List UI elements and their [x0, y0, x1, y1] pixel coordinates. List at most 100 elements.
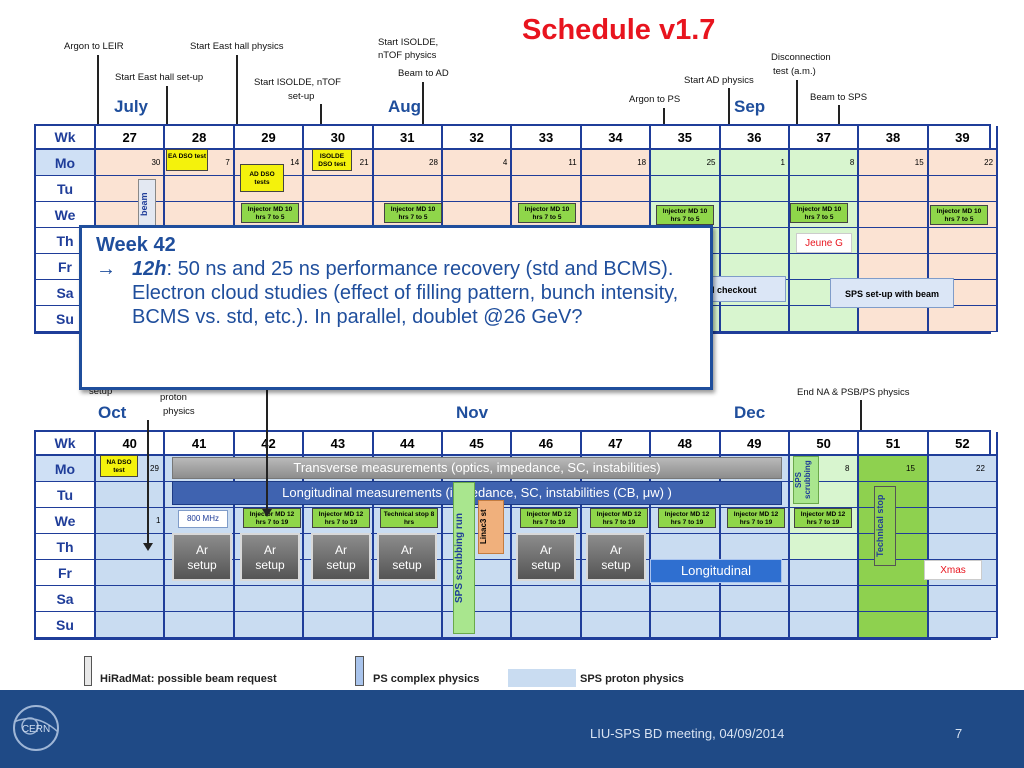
week-number: 48 [651, 432, 721, 456]
mhz-label: 800 MHz [178, 510, 228, 528]
ar-label: Ar [264, 543, 276, 557]
date-22: 22 [976, 464, 985, 473]
week-number: 34 [581, 126, 652, 150]
cern-logo-text: CERN [22, 724, 50, 735]
jeune-g-label: Jeune G [796, 233, 852, 253]
annotation-isolde-physics-line1: Start ISOLDE, [378, 37, 439, 48]
day-number: 7 [225, 158, 230, 167]
schedule-cell [789, 306, 860, 332]
week-label: Wk [36, 126, 96, 150]
schedule-cell [96, 508, 166, 534]
annotation-start-east-hall-setup: Start East hall set-up [115, 72, 204, 83]
schedule-cell [234, 612, 305, 638]
day-number: 22 [984, 158, 994, 167]
schedule-cell [512, 176, 582, 202]
week-number: 49 [720, 432, 790, 456]
schedule-cell [373, 586, 443, 612]
schedule-cell [442, 176, 513, 202]
schedule-cell [304, 586, 374, 612]
setup-label: setup [531, 558, 561, 572]
day-number: 15 [914, 158, 924, 167]
week-number: 43 [304, 432, 374, 456]
schedule-cell [720, 306, 790, 332]
injector-md-tag: Injector MD 10 hrs 7 to 5 [384, 203, 442, 223]
week-number: 52 [928, 432, 999, 456]
week-number: 44 [373, 432, 443, 456]
beam-label: beam [138, 179, 156, 229]
month-oct: Oct [98, 403, 127, 422]
day-label: Sa [36, 586, 96, 612]
day-label: Su [36, 612, 96, 638]
annotation-argon-leir: Argon to LEIR [64, 41, 124, 52]
injector-md-12-tag: Injector MD 12 hrs 7 to 19 [727, 508, 785, 528]
longitudinal-measurements-bar: Longitudinal measurements (impedance, SC… [172, 481, 782, 505]
injector-md-12-tag: Injector MD 12 hrs 7 to 19 [794, 508, 852, 528]
schedule-cell [304, 612, 374, 638]
slide-title: Schedule v1.7 [522, 14, 716, 46]
day-number: 21 [359, 158, 369, 167]
schedule-cell [96, 612, 166, 638]
legend-sps-proton: SPS proton physics [580, 673, 684, 685]
schedule-cell [789, 534, 860, 560]
week-number: 38 [859, 126, 929, 150]
schedule-cell [720, 176, 790, 202]
schedule-cell [789, 176, 860, 202]
schedule-cell [304, 176, 374, 202]
month-sep: Sep [734, 97, 766, 116]
day-number: 25 [706, 158, 716, 167]
na-dso-test-tag: NA DSO test [100, 455, 138, 477]
injector-md-12-tag: Injector MD 12 hrs 7 to 19 [243, 508, 301, 528]
callout-week: Week 42 [96, 234, 176, 256]
arrow-week42 [262, 388, 272, 517]
week-number: 36 [720, 126, 790, 150]
day-number: 11 [568, 158, 577, 167]
callout-text: : 50 ns and 25 ns performance recovery (… [132, 258, 679, 328]
schedule-cell [859, 254, 929, 280]
annotation-end-na: End NA & PSB/PS physics [797, 387, 910, 398]
month-nov: Nov [456, 403, 489, 422]
setup-label: setup [392, 558, 422, 572]
ar-label: Ar [335, 543, 347, 557]
day-label: Tu [36, 176, 96, 202]
schedule-cell [859, 228, 929, 254]
transverse-measurements-bar: Transverse measurements (optics, impedan… [172, 457, 782, 479]
annotation-start-isolde-ntof: Start ISOLDE, nTOF [254, 77, 341, 88]
schedule-cell [928, 534, 999, 560]
callout-time: 12h [132, 258, 167, 280]
schedule-cell [928, 508, 999, 534]
week-number: 47 [581, 432, 652, 456]
schedule-cell: 11 [512, 150, 582, 176]
annotation-physics: physics [163, 406, 195, 417]
setup-label: setup [187, 558, 217, 572]
week-number: 45 [442, 432, 513, 456]
setup-label: setup [255, 558, 285, 572]
ar-label: Ar [610, 543, 622, 557]
annotation-disconnection-line2: test (a.m.) [773, 66, 816, 77]
schedule-cell [720, 254, 790, 280]
schedule-cell [928, 176, 999, 202]
schedule-cell [165, 176, 235, 202]
schedule-cell [373, 612, 443, 638]
footer-meeting: LIU-SPS BD meeting, 04/09/2014 [590, 726, 785, 741]
schedule-cell [581, 612, 652, 638]
annotation-beam-to-sps: Beam to SPS [810, 92, 868, 103]
date-1: 1 [156, 516, 161, 525]
injector-md-tag: Injector MD 10 hrs 7 to 5 [241, 203, 299, 223]
schedule-cell: 4 [442, 150, 513, 176]
callout-body: →12h: 50 ns and 25 ns performance recove… [96, 257, 696, 329]
week-number: 50 [789, 432, 860, 456]
week42-callout: Week 42 →12h: 50 ns and 25 ns performanc… [79, 225, 713, 390]
day-label: We [36, 202, 96, 228]
ar-label: Ar [196, 543, 208, 557]
annotation-start-ad-physics: Start AD physics [684, 75, 754, 86]
week-number: 32 [442, 126, 513, 150]
week-number: 28 [165, 126, 235, 150]
schedule-cell [373, 176, 443, 202]
annotation-beam-to-ad: Beam to AD [398, 68, 449, 79]
schedule-cell [96, 482, 166, 508]
week-number: 46 [512, 432, 582, 456]
schedule-cell [720, 612, 790, 638]
